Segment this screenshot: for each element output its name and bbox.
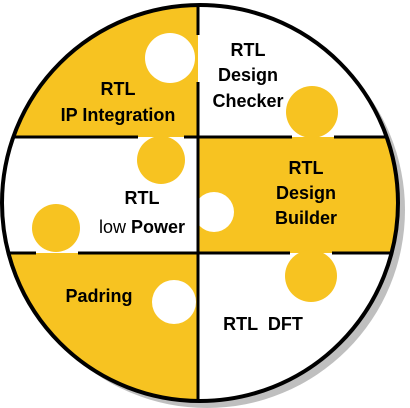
knob-design-builder-up — [286, 86, 338, 138]
circle-outline — [0, 3, 400, 403]
design-builder-line1: RTL — [289, 158, 324, 178]
low-power-line1: RTL — [125, 188, 160, 208]
design-builder-line3: Builder — [275, 208, 337, 228]
design-checker-line2: Design — [218, 65, 278, 85]
knob-low-power-right — [194, 192, 234, 232]
knob-dft-left — [152, 280, 196, 324]
knob-ip-integration — [137, 136, 185, 184]
knob-design-builder-down — [285, 250, 337, 302]
low-power-low: low — [99, 217, 127, 237]
piece-design-builder — [198, 137, 398, 253]
ip-integration-line1: RTL — [101, 79, 136, 99]
design-builder-line2: Design — [276, 183, 336, 203]
design-checker-line3: Checker — [212, 91, 283, 111]
piece-padring — [2, 253, 198, 401]
padring-label: Padring — [65, 286, 132, 306]
dft-label: RTL DFT — [223, 314, 303, 334]
low-power-power: Power — [131, 217, 185, 237]
knob-padring-up — [32, 204, 80, 252]
knob-design-checker-left — [145, 33, 195, 83]
design-checker-line1: RTL — [231, 40, 266, 60]
low-power-line2: low Power — [99, 217, 185, 237]
ip-integration-line2: IP Integration — [61, 105, 176, 125]
